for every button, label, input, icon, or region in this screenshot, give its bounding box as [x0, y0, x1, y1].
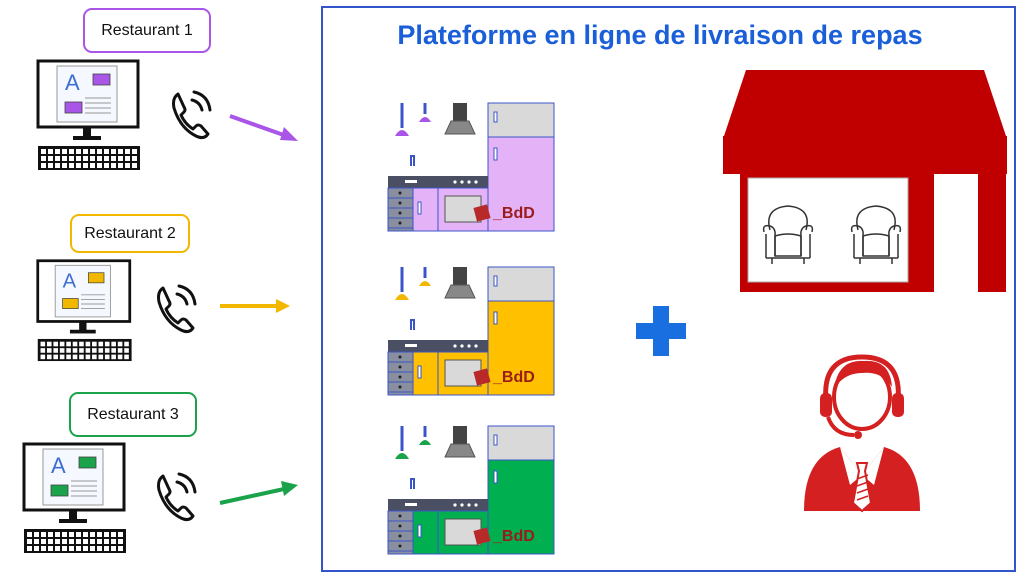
- svg-text:A: A: [51, 453, 66, 478]
- computer-monitor-icon: A: [36, 259, 132, 362]
- storefront-icon: [723, 70, 1007, 292]
- kitchen-illustration: _BdD: [387, 266, 555, 396]
- kitchen-illustration: _BdD: [387, 425, 555, 555]
- restaurant-1-label: Restaurant 1: [83, 8, 211, 53]
- restaurant-3-label: Restaurant 3: [69, 392, 197, 437]
- svg-text:_BdD: _BdD: [492, 369, 535, 386]
- svg-text:_BdD: _BdD: [492, 528, 535, 545]
- svg-text:A: A: [63, 270, 77, 292]
- arrow-restaurant-3: [219, 481, 298, 505]
- platform-frame: [321, 6, 1016, 572]
- svg-text:_BdD: _BdD: [492, 205, 535, 222]
- call-center-operator-icon: [804, 354, 920, 513]
- computer-monitor-icon: A: [36, 59, 140, 170]
- svg-text:A: A: [65, 70, 80, 95]
- platform-title: Plateforme en ligne de livraison de repa…: [397, 20, 923, 50]
- restaurant-2-label: Restaurant 2: [70, 214, 190, 253]
- arrow-restaurant-1: [229, 114, 298, 141]
- kitchen-illustration: _BdD: [387, 102, 555, 232]
- computer-monitor-icon: A: [22, 442, 126, 553]
- phone-ringing-icon: [157, 472, 197, 522]
- phone-ringing-icon: [157, 284, 197, 334]
- plus-icon: [636, 306, 686, 356]
- arrow-restaurant-2: [220, 299, 290, 313]
- phone-ringing-icon: [172, 90, 212, 140]
